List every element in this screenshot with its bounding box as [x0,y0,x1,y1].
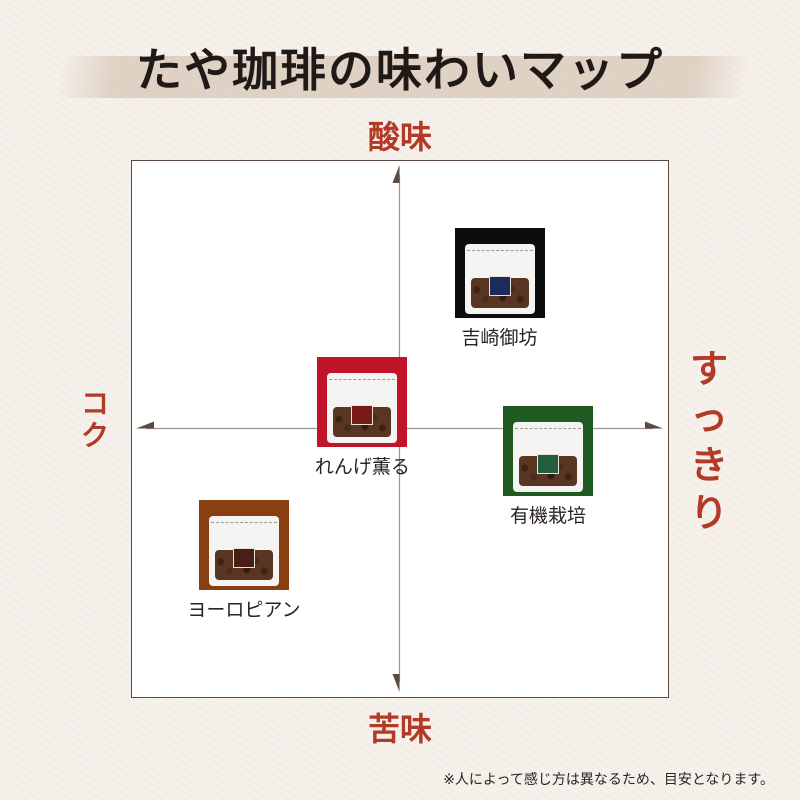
pouch-zipper [514,427,581,431]
product-name-2: 有機栽培 [509,504,586,527]
product-package-2 [502,405,593,496]
product-name-1: れんげ薫る [314,456,410,479]
product-package-3 [198,499,289,590]
footnote: ※人によって感じ方は異なるため、目安となります。 [443,772,774,788]
axis-label-top: 酸味 [367,118,432,156]
product-package-0 [454,227,545,318]
axis-label-left: コク [80,387,109,452]
pouch-zipper [466,249,533,253]
product-name-0: 吉崎御坊 [461,326,538,349]
arrow-down [392,674,400,692]
product-package-1 [317,357,408,448]
arrow-left [136,421,154,429]
pouch-zipper [210,521,277,525]
arrow-right [645,421,663,429]
arrow-up [392,165,400,183]
pouch-label [351,405,374,426]
axis-label-bottom: 苦味 [367,710,432,748]
coffee-pouch [512,421,583,492]
pouch-label [232,547,255,568]
pouch-zipper [329,379,396,382]
product-name-3: ヨーロピアン [187,598,301,621]
pouch-label [488,275,511,296]
coffee-pouch [208,515,279,586]
coffee-pouch [464,243,535,314]
axis-label-right: すっきり [689,346,728,535]
chart-title: たや珈琲の味わいマップ [136,43,664,97]
pouch-label [536,453,559,474]
coffee-pouch [327,373,398,444]
